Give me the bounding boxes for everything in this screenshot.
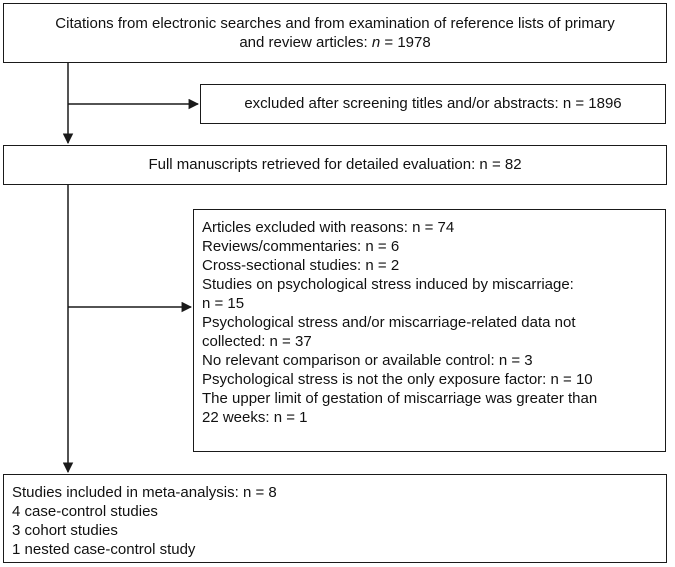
box-articles-excluded-line: Cross-sectional studies: n = 2 bbox=[202, 257, 400, 274]
box-studies-included-line: 4 case-control studies bbox=[12, 503, 158, 520]
box-citations-line1: Citations from electronic searches and f… bbox=[55, 15, 615, 32]
box-excluded-screening: excluded after screening titles and/or a… bbox=[200, 84, 666, 124]
box-studies-included: Studies included in meta-analysis: n = 8… bbox=[3, 474, 667, 563]
box-articles-excluded-line: No relevant comparison or available cont… bbox=[202, 352, 533, 369]
box-articles-excluded-line: Articles excluded with reasons: n = 74 bbox=[202, 219, 455, 236]
box-articles-excluded-line: Reviews/commentaries: n = 6 bbox=[202, 238, 400, 255]
box-full-manuscripts-text: Full manuscripts retrieved for detailed … bbox=[148, 156, 522, 173]
box-articles-excluded-line: 22 weeks: n = 1 bbox=[202, 409, 308, 426]
box-citations-line2-prefix: and review articles: bbox=[239, 34, 372, 51]
box-citations-line2: and review articles: n = 1978 bbox=[12, 33, 658, 52]
box-articles-excluded-line: collected: n = 37 bbox=[202, 333, 312, 350]
box-articles-excluded-line: Psychological stress and/or miscarriage-… bbox=[202, 314, 576, 331]
box-citations: Citations from electronic searches and f… bbox=[3, 3, 667, 63]
box-citations-n-var: n bbox=[371, 34, 381, 51]
box-excluded-screening-text: excluded after screening titles and/or a… bbox=[244, 95, 622, 112]
box-articles-excluded-line: Studies on psychological stress induced … bbox=[202, 276, 574, 293]
box-articles-excluded-line: Psychological stress is not the only exp… bbox=[202, 371, 593, 388]
box-studies-included-line: 3 cohort studies bbox=[12, 522, 118, 539]
box-full-manuscripts: Full manuscripts retrieved for detailed … bbox=[3, 145, 667, 185]
box-studies-included-line: Studies included in meta-analysis: n = 8 bbox=[12, 484, 277, 501]
box-citations-text: Citations from electronic searches and f… bbox=[4, 14, 666, 52]
box-articles-excluded-line: n = 15 bbox=[202, 295, 245, 312]
box-studies-included-line: 1 nested case-control study bbox=[12, 541, 196, 558]
box-articles-excluded-line: The upper limit of gestation of miscarri… bbox=[202, 390, 598, 407]
box-citations-line2-suffix: = 1978 bbox=[380, 34, 431, 51]
box-articles-excluded: Articles excluded with reasons: n = 74 R… bbox=[193, 209, 666, 452]
